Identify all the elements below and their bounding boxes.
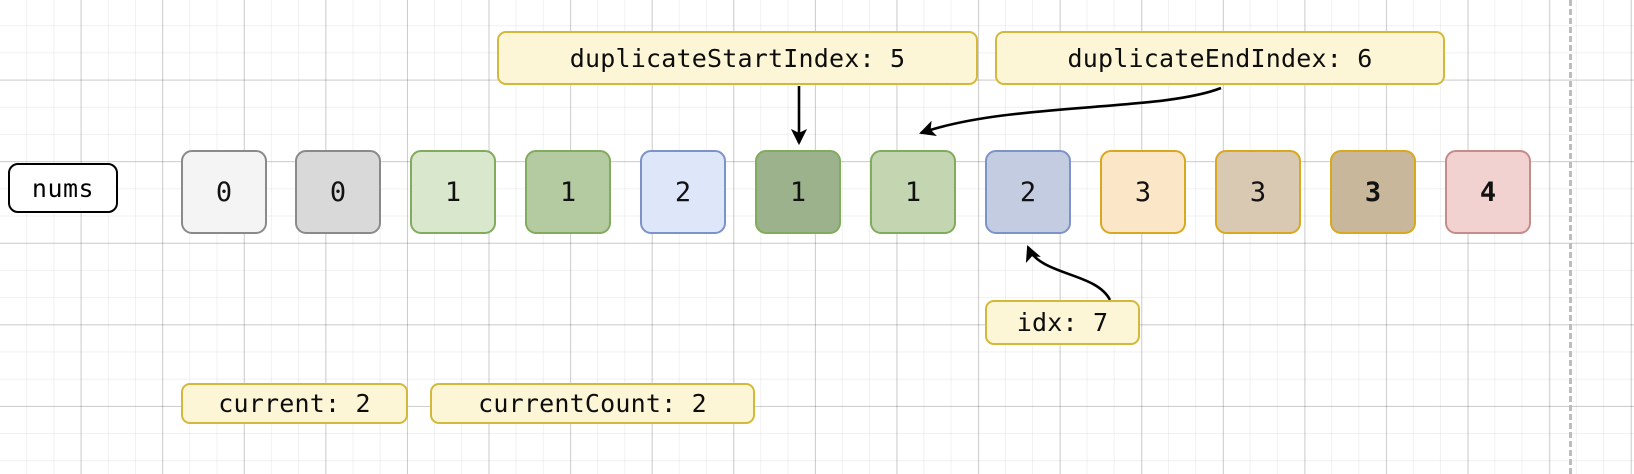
label-duplicate-end-index: duplicateEndIndex: 6 [995,31,1445,85]
arrow-idx [1025,245,1112,301]
label-duplicate-start-index: duplicateStartIndex: 5 [497,31,978,85]
array-cell-0[interactable]: 0 [181,150,267,234]
array-cell-1[interactable]: 0 [295,150,381,234]
array-cell-6[interactable]: 1 [870,150,956,234]
page-break-guide [1569,0,1572,474]
array-variable-label: nums [8,163,118,213]
array-cell-2[interactable]: 1 [410,150,496,234]
arrow-duplicate-end-index [919,86,1222,137]
array-cell-9[interactable]: 3 [1215,150,1301,234]
array-cell-11[interactable]: 4 [1445,150,1531,234]
label-idx: idx: 7 [985,300,1140,345]
array-cell-3[interactable]: 1 [525,150,611,234]
array-cell-8[interactable]: 3 [1100,150,1186,234]
array-cell-4[interactable]: 2 [640,150,726,234]
array-cell-10[interactable]: 3 [1330,150,1416,234]
array-cell-5[interactable]: 1 [755,150,841,234]
label-current: current: 2 [181,383,408,424]
label-current-count: currentCount: 2 [430,383,755,424]
array-cell-7[interactable]: 2 [985,150,1071,234]
